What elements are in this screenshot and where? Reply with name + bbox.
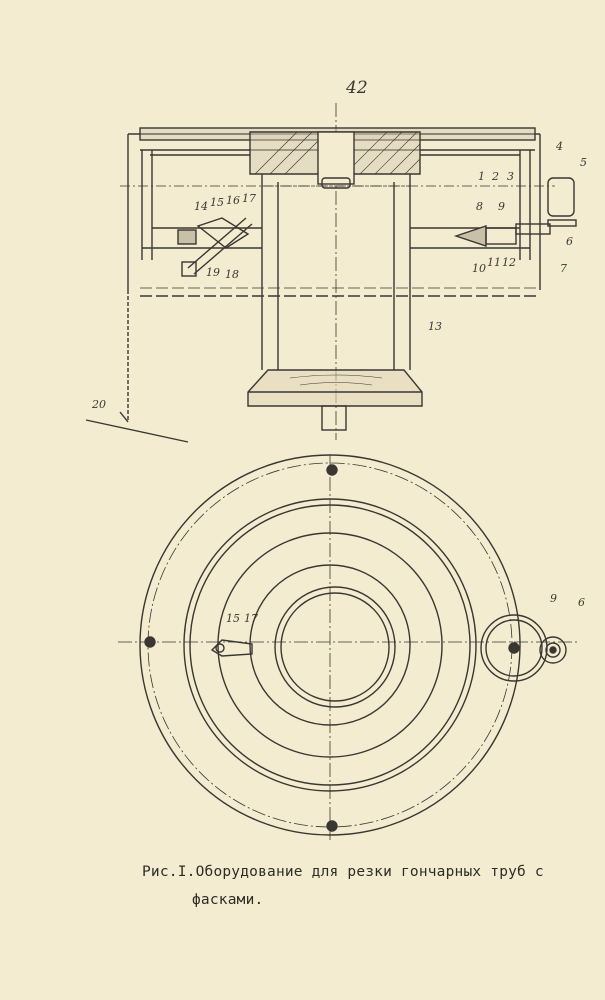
label-17: 17 [242, 192, 256, 205]
label-1: 1 [478, 170, 485, 183]
label-3: 3 [507, 170, 514, 183]
label-6: 6 [566, 235, 573, 248]
plan-labels: 15 17 9 6 [226, 592, 585, 625]
label-16: 16 [226, 194, 240, 207]
label-4: 4 [555, 140, 563, 153]
plan-label-17: 17 [244, 612, 258, 625]
label-2: 2 [491, 170, 499, 183]
caption-line-2: фасками. [192, 892, 264, 908]
label-20: 20 [91, 398, 106, 411]
label-8: 8 [476, 200, 483, 213]
label-9: 9 [498, 200, 505, 213]
plan-label-6: 6 [578, 596, 585, 609]
label-19: 19 [206, 266, 220, 279]
figure-caption: Рис.I.Оборудование для резки гончарных т… [142, 858, 582, 914]
label-14: 14 [194, 200, 208, 213]
caption-line-1: Рис.I.Оборудование для резки гончарных т… [142, 864, 544, 880]
plan-label-15: 15 [226, 612, 240, 625]
page-number: 42 [346, 78, 368, 98]
label-15: 15 [210, 196, 224, 209]
section-labels: 1 2 3 4 5 6 7 8 9 10 11 12 13 14 15 16 1… [91, 140, 587, 411]
label-7: 7 [560, 262, 567, 275]
label-5: 5 [580, 156, 587, 169]
label-11: 11 [487, 256, 501, 269]
label-10: 10 [472, 262, 486, 275]
label-13: 13 [428, 320, 442, 333]
label-18: 18 [225, 268, 239, 281]
label-12: 12 [502, 256, 516, 269]
plan-label-9: 9 [550, 592, 557, 605]
